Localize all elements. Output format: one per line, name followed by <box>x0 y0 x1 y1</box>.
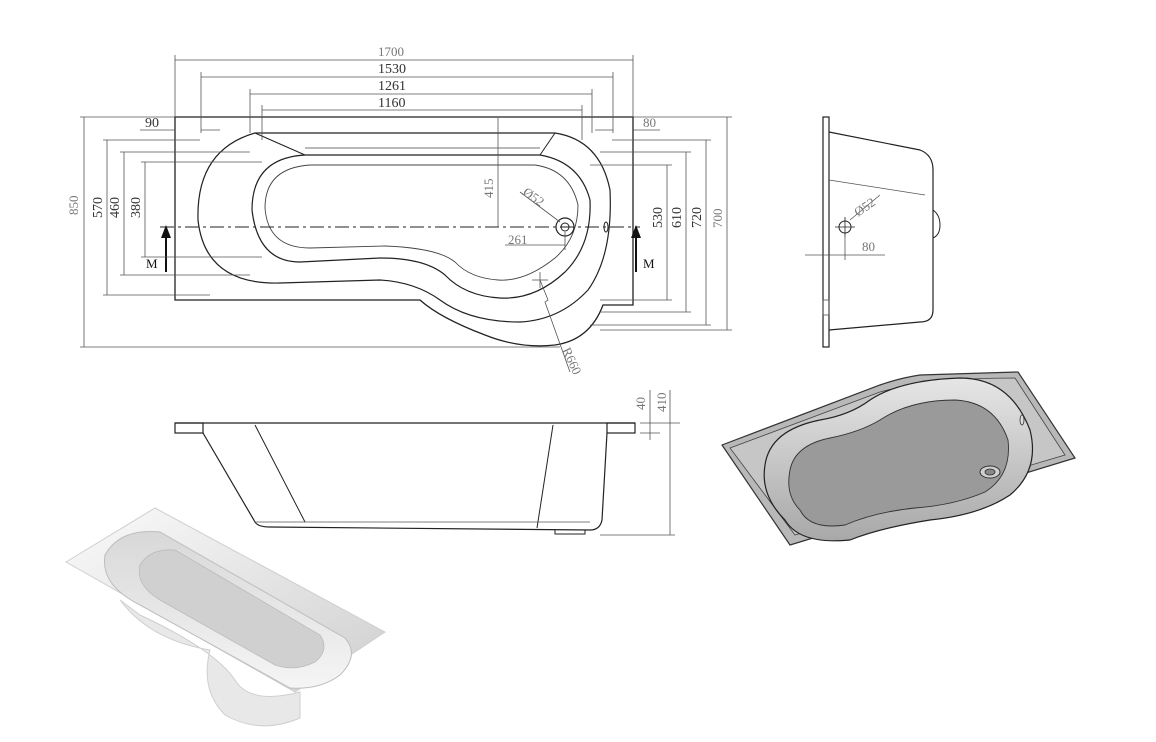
plan-outline <box>174 116 634 347</box>
dim-90: 90 <box>145 116 159 131</box>
dim-drain-dia: Ø52 <box>520 184 547 209</box>
dim-460: 460 <box>108 197 123 218</box>
dim-80-top: 80 <box>643 115 656 130</box>
dim-850: 850 <box>66 196 81 216</box>
render-3d-white <box>65 507 386 727</box>
dim-1160: 1160 <box>378 96 405 111</box>
dim-1530: 1530 <box>378 62 406 77</box>
dim-415: 415 <box>481 179 496 199</box>
front-view: 40 410 <box>174 390 680 536</box>
dim-380: 380 <box>129 197 144 218</box>
left-height-dimensions <box>80 116 560 348</box>
dim-1261: 1261 <box>378 79 406 94</box>
plan-bowl-floor <box>264 164 579 281</box>
dim-side-80: 80 <box>862 239 875 254</box>
plan-bowl <box>251 154 591 299</box>
dim-700: 700 <box>710 209 725 229</box>
dim-261: 261 <box>508 232 528 247</box>
plan-view: M M 1700 1530 1261 1160 90 80 <box>66 44 732 377</box>
dim-410: 410 <box>654 393 669 413</box>
section-marker-left: M <box>146 225 171 272</box>
dim-40: 40 <box>633 397 648 410</box>
dim-1700: 1700 <box>378 44 404 59</box>
width-dimensions <box>140 55 660 140</box>
plan-inner-rim <box>197 132 611 323</box>
svg-text:M: M <box>146 256 158 271</box>
dim-570: 570 <box>91 197 106 218</box>
radius-leader <box>532 272 571 373</box>
side-view: Ø52 80 <box>805 116 941 348</box>
svg-text:M: M <box>643 256 655 271</box>
dim-610: 610 <box>670 207 685 228</box>
render-3d-gray <box>721 371 1076 546</box>
dim-530: 530 <box>651 207 666 228</box>
dim-720: 720 <box>690 207 705 228</box>
dim-r660: R660 <box>559 345 585 377</box>
section-marker-right: M <box>631 225 655 272</box>
right-height-dimensions <box>497 116 732 331</box>
